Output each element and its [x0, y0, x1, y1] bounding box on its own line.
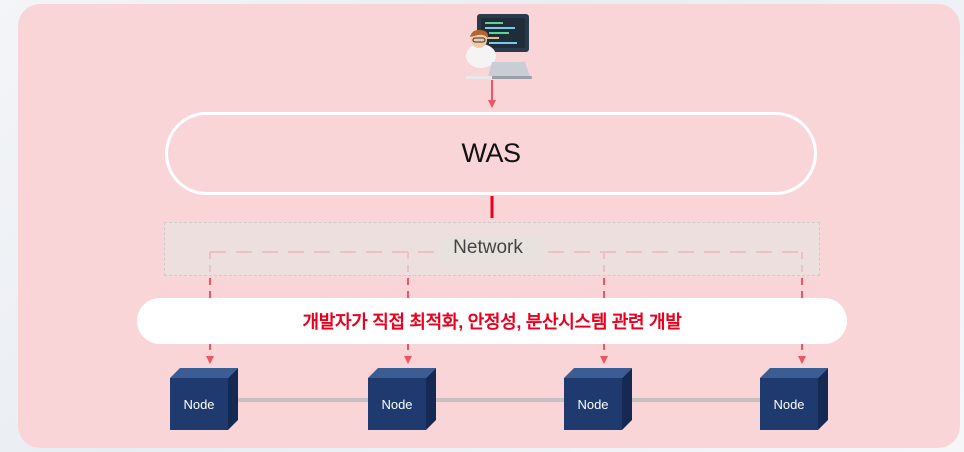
node-label: Node: [381, 397, 413, 412]
node-cube-icon: [760, 368, 828, 430]
developer-responsibility-banner: 개발자가 직접 최적화, 안정성, 분산시스템 관련 개발: [137, 298, 847, 344]
node-label: Node: [577, 397, 609, 412]
node-label: Node: [773, 397, 805, 412]
was-label: WAS: [461, 138, 522, 168]
node-cube-icon: [170, 368, 238, 430]
developer-laptop-icon: [466, 14, 532, 79]
node-label: Node: [183, 397, 215, 412]
was-component: WAS: [165, 112, 817, 195]
banner-text: 개발자가 직접 최적화, 안정성, 분산시스템 관련 개발: [302, 312, 682, 332]
node-cube-icon: [368, 368, 436, 430]
node-cube-icon: [564, 368, 632, 430]
network-label: Network: [453, 237, 523, 258]
